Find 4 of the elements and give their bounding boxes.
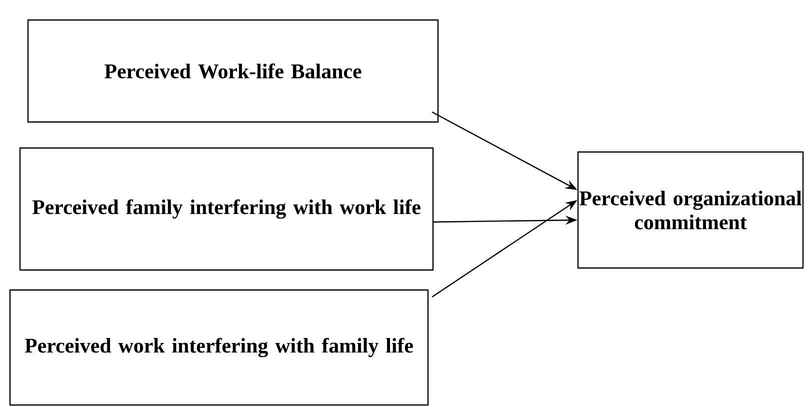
concept-box: Perceived family interfering with work life bbox=[19, 147, 434, 271]
concept-box: Perceived Work-life Balance bbox=[27, 19, 439, 123]
concept-box: Perceived organizational commitment bbox=[577, 151, 804, 269]
concept-box: Perceived work interfering with family life bbox=[9, 289, 429, 406]
